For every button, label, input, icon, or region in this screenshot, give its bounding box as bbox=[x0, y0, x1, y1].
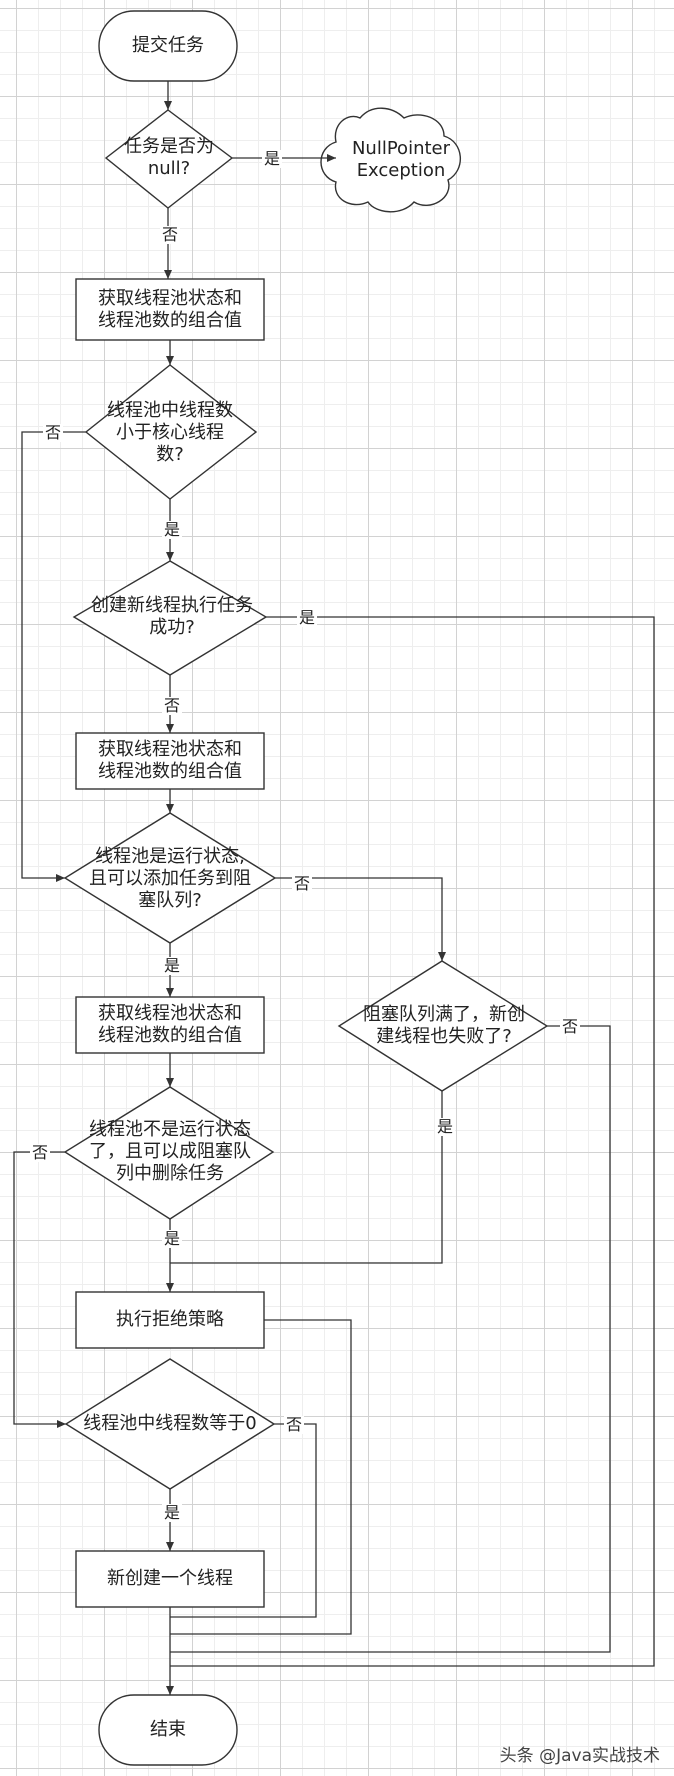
edge-label-remove-no: 否 bbox=[30, 1143, 51, 1162]
end-terminator bbox=[98, 1694, 238, 1766]
npe-label: NullPointer Exception bbox=[351, 138, 451, 181]
create-worker-label: 创建新线程执行任务 成功? bbox=[91, 595, 253, 638]
reject-label: 执行拒绝策略 bbox=[116, 1309, 224, 1330]
watermark: 头条 @Java实战技术 bbox=[499, 1746, 660, 1766]
edge-label-null-no: 否 bbox=[160, 225, 181, 244]
edge-label-zero-no: 否 bbox=[284, 1415, 305, 1434]
running-offer-label: 线程池是运行状态, 且可以添加任务到阻 塞队列? bbox=[89, 846, 251, 911]
get-state-label-1: 获取线程池状态和 线程池数的组合值 bbox=[98, 287, 242, 331]
edge-label-zero-yes: 是 bbox=[162, 1503, 183, 1522]
edge-label-core-no: 否 bbox=[43, 423, 64, 442]
new-thread-label: 新创建一个线程 bbox=[107, 1568, 233, 1589]
edge-label-full-yes: 是 bbox=[435, 1117, 456, 1136]
get-state-box-1 bbox=[75, 278, 265, 341]
new-thread-box bbox=[75, 1550, 265, 1608]
edge-full-yes bbox=[170, 1091, 443, 1264]
edge-label-null-yes: 是 bbox=[262, 149, 283, 168]
npe-cloud bbox=[320, 107, 462, 213]
edge-label-offer-no: 否 bbox=[292, 874, 313, 893]
lt-core-label: 线程池中线程数 小于核心线程 数? bbox=[107, 400, 233, 465]
edge-remove-no bbox=[13, 1151, 66, 1428]
count-zero-label: 线程池中线程数等于0 bbox=[83, 1413, 257, 1434]
edge-label-create-yes: 是 bbox=[297, 608, 318, 627]
edge-create-yes bbox=[170, 616, 655, 1667]
edge-label-remove-yes: 是 bbox=[162, 1229, 183, 1248]
edge-label-create-no: 否 bbox=[162, 696, 183, 715]
edge-offer-no bbox=[275, 877, 446, 961]
edge-label-full-no: 否 bbox=[560, 1017, 581, 1036]
edge-label-offer-yes: 是 bbox=[162, 956, 183, 975]
end-label: 结束 bbox=[150, 1719, 186, 1740]
edge-reject-to-end bbox=[170, 1319, 352, 1635]
queue-full-label: 阻塞队列满了，新创 建线程也失败了? bbox=[363, 1004, 525, 1047]
task-null-label: 任务是否为 null? bbox=[124, 136, 214, 179]
edge-core-no bbox=[21, 431, 86, 882]
not-running-remove-label: 线程池不是运行状态 了，且可以成阻塞队 列中删除任务 bbox=[89, 1119, 251, 1184]
edge-label-core-yes: 是 bbox=[162, 520, 183, 539]
get-state-label-2: 获取线程池状态和 线程池数的组合值 bbox=[98, 739, 242, 782]
get-state-label-3: 获取线程池状态和 线程池数的组合值 bbox=[98, 1003, 242, 1046]
submit-label: 提交任务 bbox=[132, 35, 204, 56]
